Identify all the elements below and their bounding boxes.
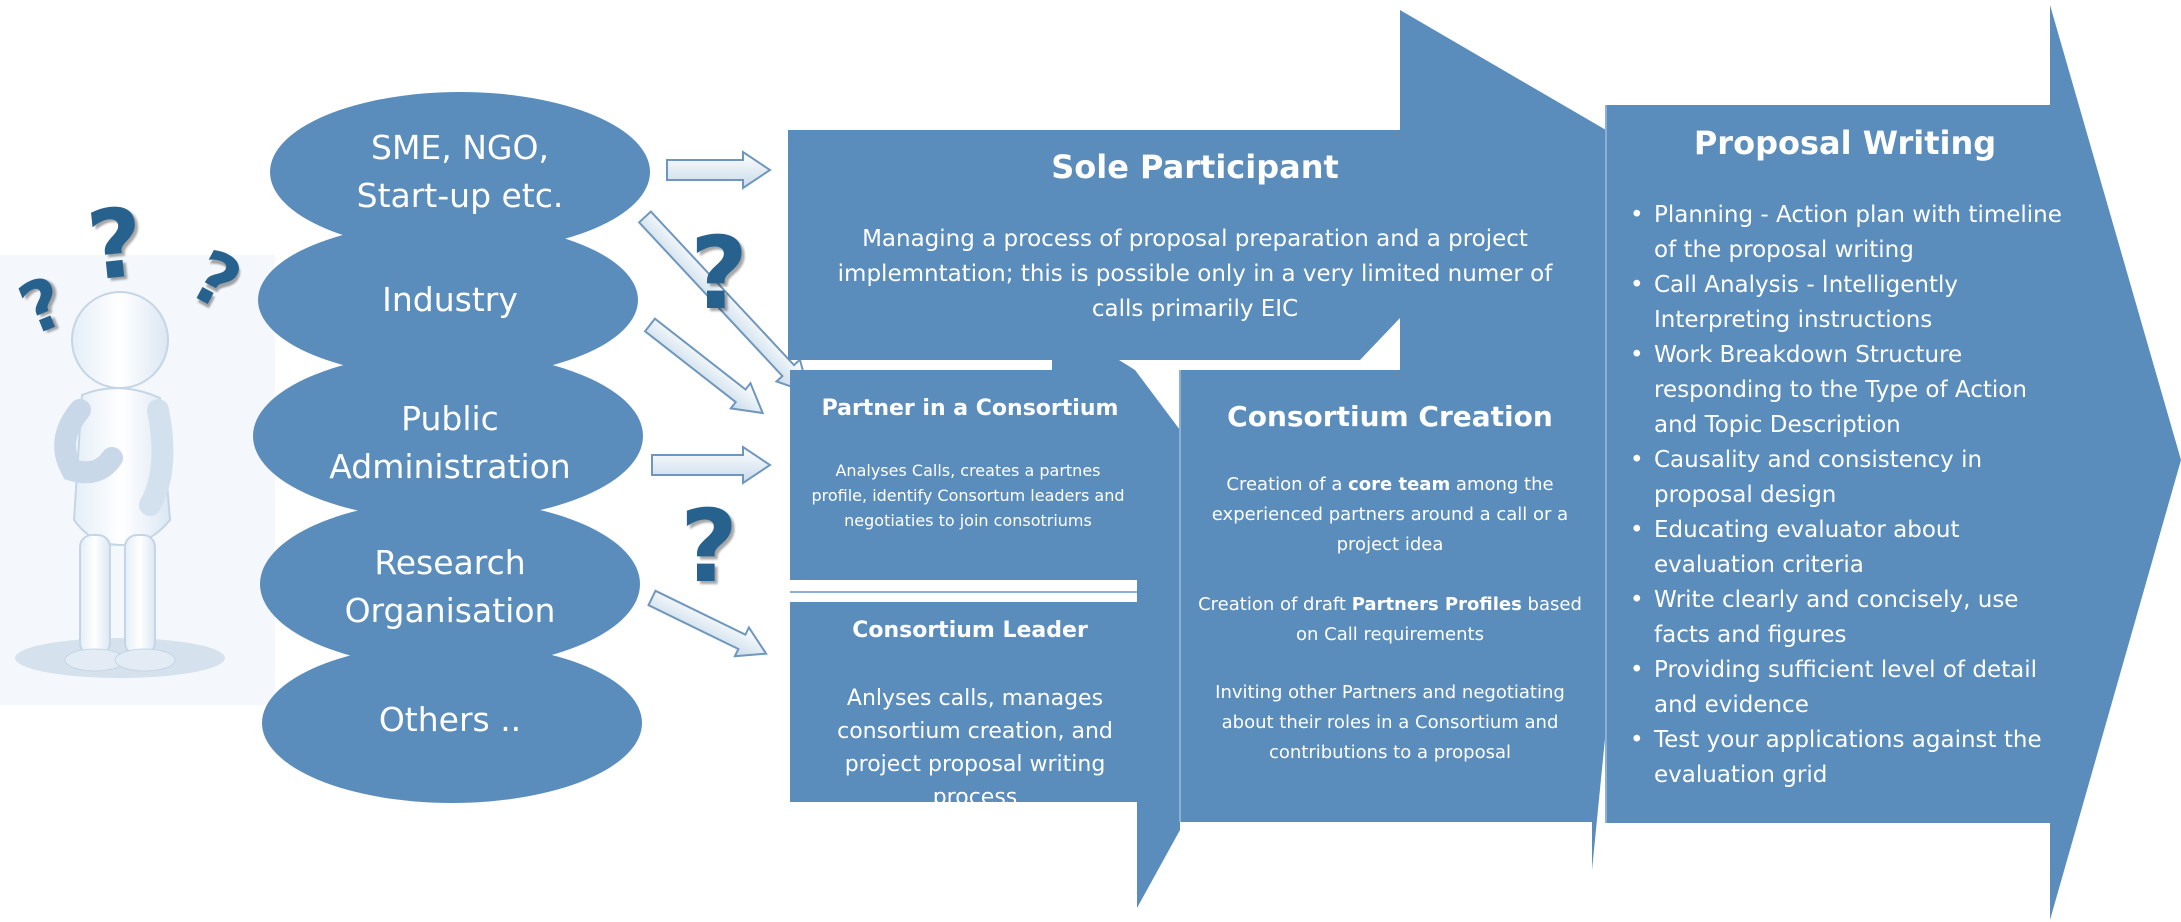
partner-description: Analyses Calls, creates a partnes profil…	[811, 461, 1125, 530]
shape-separators	[790, 105, 1607, 823]
question-mark-icon: ?	[690, 215, 749, 332]
participant-label-industry: Industry	[382, 280, 518, 320]
sole-participant-arrow	[788, 10, 1606, 370]
proposal-list: Planning - Action plan with timeline of …	[1630, 198, 2075, 793]
leader-title: Consortium Leader	[852, 618, 1088, 643]
proposal-item: Educating evaluator about evaluation cri…	[1630, 513, 2075, 583]
thinking-person-icon	[0, 255, 275, 705]
arrow-research-to-leader	[647, 589, 768, 658]
proposal-item: Write clearly and concisely, use facts a…	[1630, 583, 2075, 653]
creation-title: Consortium Creation	[1227, 400, 1553, 433]
proposal-title: Proposal Writing	[1693, 124, 1997, 162]
creation-p2-post: based on Call requirements	[1296, 594, 1582, 645]
participant-ellipse-industry	[258, 222, 638, 378]
proposal-item: Providing sufficient level of detail and…	[1630, 653, 2075, 723]
sole-participant-description: Managing a process of proposal preparati…	[837, 226, 1553, 322]
leader-description: Anlyses calls, manages consortium creati…	[837, 686, 1113, 810]
consortium-leader-arrow	[790, 500, 1180, 908]
creation-paragraph-3: Inviting other Partners and negotiating …	[1215, 682, 1565, 763]
consortium-creation-arrow	[1180, 330, 1640, 870]
participant-ellipse-others	[262, 643, 642, 803]
creation-paragraph-1: Creation of a core team among the experi…	[1195, 470, 1585, 560]
proposal-item: Test your applications against the evalu…	[1630, 723, 2075, 793]
participant-label-public: Public Administration	[329, 399, 571, 486]
creation-p2-bold: Partners Profiles	[1351, 594, 1522, 615]
proposal-item: Work Breakdown Structure responding to t…	[1630, 338, 2075, 443]
partner-arrow	[790, 318, 1180, 580]
participant-label-others: Others ..	[378, 700, 522, 740]
creation-p1-bold: core team	[1348, 474, 1451, 495]
creation-p1-post: among the experienced partners around a …	[1211, 474, 1569, 555]
arrow-industry-to-partner	[643, 317, 765, 415]
question-mark-icon: ?	[680, 488, 739, 605]
participant-ellipse-research	[260, 500, 640, 668]
creation-paragraph-2: Creation of draft Partners Profiles base…	[1195, 590, 1585, 650]
connector-arrows	[637, 150, 811, 658]
participant-ellipse-public	[253, 352, 643, 520]
question-mark-icon: ?	[82, 187, 149, 303]
participant-label-research: Research Organisation	[344, 543, 556, 630]
arrow-sme-to-sole	[666, 150, 772, 190]
proposal-item: Planning - Action plan with timeline of …	[1630, 198, 2075, 268]
proposal-item: Causality and consistency in proposal de…	[1630, 443, 2075, 513]
sole-participant-title: Sole Participant	[1051, 148, 1339, 186]
arrow-public-to-partner	[651, 445, 772, 485]
participant-ellipse-sme	[270, 92, 650, 252]
creation-p1-pre: Creation of a	[1226, 474, 1349, 495]
proposal-item: Call Analysis - Intelligently Interpreti…	[1630, 268, 2075, 338]
creation-p2-pre: Creation of draft	[1198, 594, 1352, 615]
participant-label-sme: SME, NGO, Start-up etc.	[356, 128, 564, 215]
partner-title: Partner in a Consortium	[821, 396, 1119, 421]
